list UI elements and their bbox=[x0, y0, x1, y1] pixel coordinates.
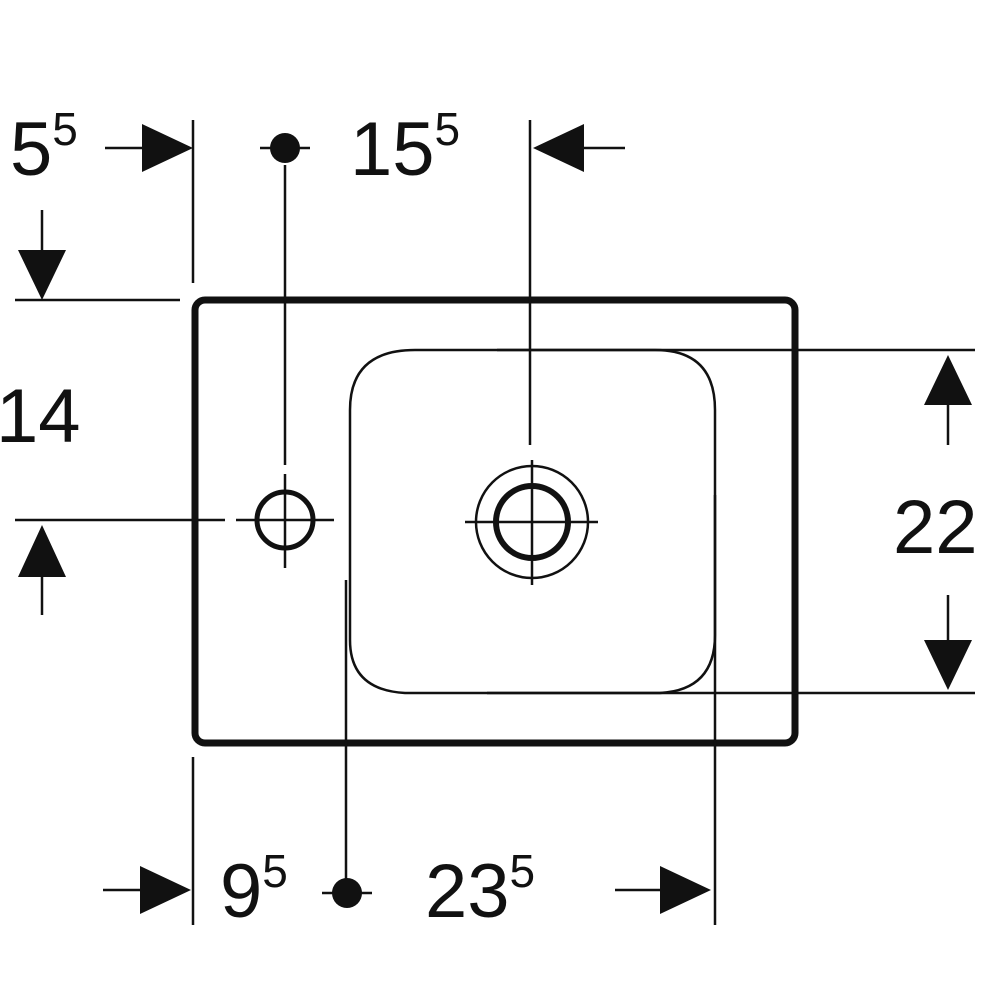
arrowheads bbox=[18, 124, 972, 914]
tap-hole bbox=[236, 474, 334, 568]
arrow-up-left-icon bbox=[18, 525, 66, 577]
dim-label-top-center: 155 bbox=[350, 103, 460, 192]
dim-label-left: 14 bbox=[0, 374, 81, 459]
extension-lines bbox=[15, 120, 975, 925]
filled-dot-icon bbox=[270, 133, 300, 163]
reference-dots bbox=[260, 133, 372, 908]
arrow-down-right-icon bbox=[924, 640, 972, 690]
dim-value: 15 bbox=[350, 107, 435, 192]
arrow-down-left-icon bbox=[18, 250, 66, 300]
dim-value: 23 bbox=[425, 849, 510, 934]
arrow-up-right-icon bbox=[924, 355, 972, 405]
arrow-right-bottom-left-icon bbox=[140, 866, 191, 914]
dim-superscript: 5 bbox=[435, 103, 461, 155]
dim-value: 14 bbox=[0, 374, 81, 459]
arrow-left-top-right-icon bbox=[533, 124, 584, 172]
dim-label-bottom-right: 235 bbox=[425, 845, 535, 934]
dim-value: 5 bbox=[10, 107, 52, 192]
dim-superscript: 5 bbox=[52, 103, 78, 155]
dim-superscript: 5 bbox=[262, 845, 288, 897]
dim-label-top-left: 55 bbox=[10, 103, 78, 192]
arrow-right-top-left-icon bbox=[142, 124, 193, 172]
basin-outline bbox=[191, 296, 799, 747]
drain bbox=[465, 460, 598, 585]
arrow-right-bottom-right-icon bbox=[660, 866, 711, 914]
dim-label-bottom-left: 95 bbox=[220, 845, 288, 934]
dim-value: 9 bbox=[220, 849, 262, 934]
dim-superscript: 5 bbox=[510, 845, 536, 897]
dim-label-right: 22 bbox=[893, 485, 978, 570]
dim-value: 22 bbox=[893, 485, 978, 570]
filled-dot-icon bbox=[332, 878, 362, 908]
